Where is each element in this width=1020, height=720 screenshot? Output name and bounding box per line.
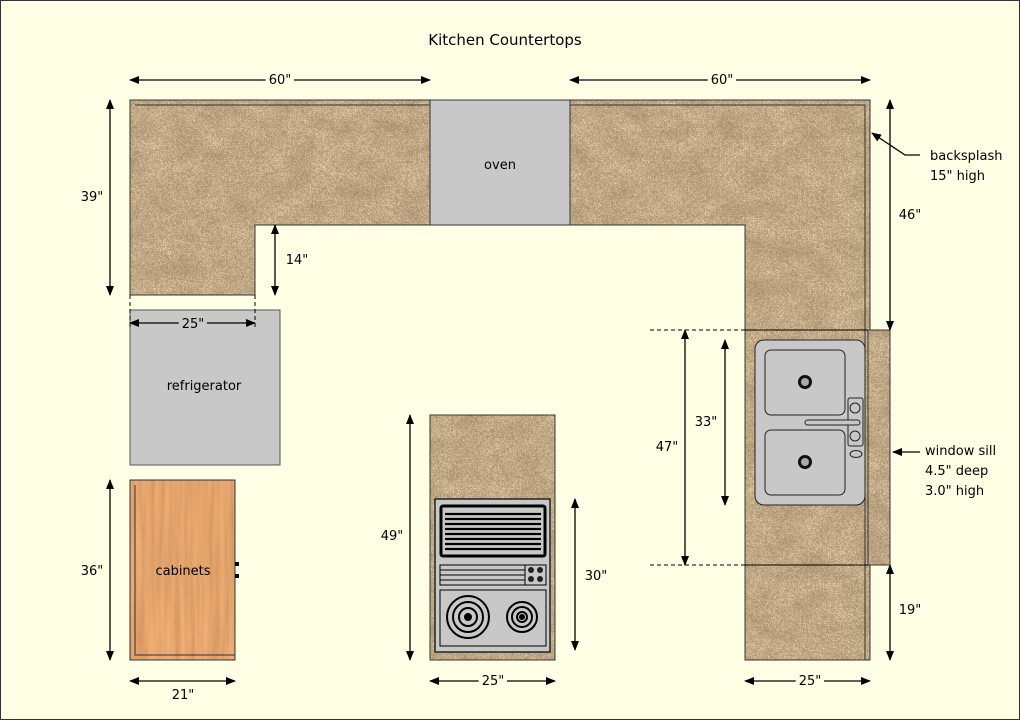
refrigerator — [129, 309, 281, 466]
burner-icon-small — [506, 601, 538, 633]
dim-cabinet-width: 21" — [172, 688, 195, 703]
cabinet-handle — [235, 562, 239, 566]
window-sill-label: window sill — [925, 444, 996, 459]
dim-top-right: 60" — [711, 73, 734, 88]
cabinet-handle — [235, 574, 239, 578]
cabinets — [130, 480, 235, 660]
dim-top-left: 60" — [269, 73, 292, 88]
countertop-outline — [129, 99, 871, 661]
window-sill — [868, 330, 890, 565]
dim-window-span: 47" — [656, 440, 679, 455]
oven-label: oven — [484, 158, 516, 173]
cooktop — [434, 498, 551, 653]
refrigerator-label: refrigerator — [167, 379, 242, 394]
dim-inner-step: 14" — [286, 253, 309, 268]
cabinets-outline — [129, 479, 236, 661]
double-sink — [754, 339, 866, 506]
backsplash-label: backsplash — [930, 149, 1003, 164]
sprayer-icon — [849, 450, 863, 458]
dim-cooktop-height: 30" — [585, 569, 608, 584]
window-sill-height: 3.0" high — [925, 484, 984, 499]
dim-island-height: 49" — [381, 529, 404, 544]
diagram-title: Kitchen Countertops — [428, 31, 582, 49]
window-sill-depth: 4.5" deep — [925, 464, 988, 479]
dim-left-depth: 39" — [81, 190, 104, 205]
burner-icon-large — [446, 595, 490, 639]
dim-sink-span: 33" — [695, 415, 718, 430]
cabinets-label: cabinets — [155, 564, 210, 579]
backsplash-height: 15" high — [930, 169, 985, 184]
knob-icons — [528, 567, 543, 582]
dim-island-width: 25" — [482, 674, 505, 689]
oven — [429, 99, 571, 226]
dim-right-upper: 46" — [899, 208, 922, 223]
dim-cabinet-height: 36" — [81, 564, 104, 579]
dim-right-lower: 19" — [899, 603, 922, 618]
dim-right-width: 25" — [799, 674, 822, 689]
dim-fridge-width: 25" — [182, 317, 205, 332]
faucet-icon — [804, 419, 861, 426]
